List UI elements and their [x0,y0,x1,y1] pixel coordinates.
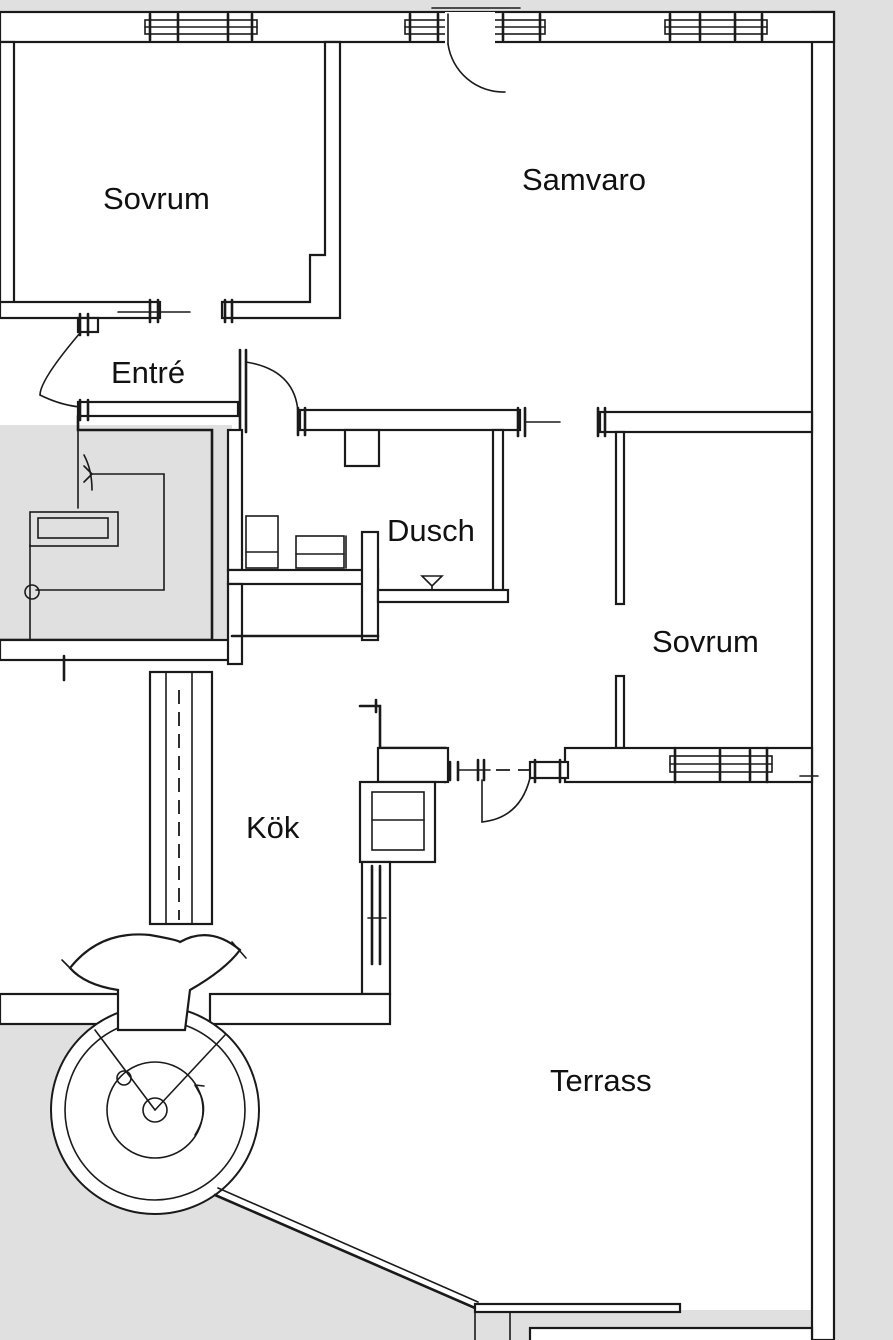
terrace-railing [213,1187,814,1340]
door-top-balcony [431,7,521,93]
spiral-stair [50,1005,260,1215]
room-label-sovrum-1: Sovrum [103,181,210,216]
bedroom-2-bottom-wall [563,746,819,784]
kitchen-terrace-walls [0,698,570,1026]
bedroom-2-partition [614,430,626,750]
samvaro-lower-wall [516,406,814,438]
window-top-left [144,12,258,42]
inner-door-entre [238,348,299,434]
outer-wall-right [810,10,836,1340]
window-top-right [664,12,768,42]
entrance-door [39,312,240,422]
room-label-entre: Entré [111,355,186,390]
room-label-dusch: Dusch [387,513,475,548]
kitchen-column [148,670,214,926]
room-label-kok: Kök [246,810,300,845]
room-label-terrass: Terrass [550,1063,652,1098]
room-label-sovrum-2: Sovrum [652,624,759,659]
stair-landing [61,933,247,1032]
room-label-samvaro: Samvaro [522,162,647,197]
bedroom-1-walls [0,40,342,324]
bathroom-walls [226,406,522,666]
stairwell-left [0,414,234,682]
